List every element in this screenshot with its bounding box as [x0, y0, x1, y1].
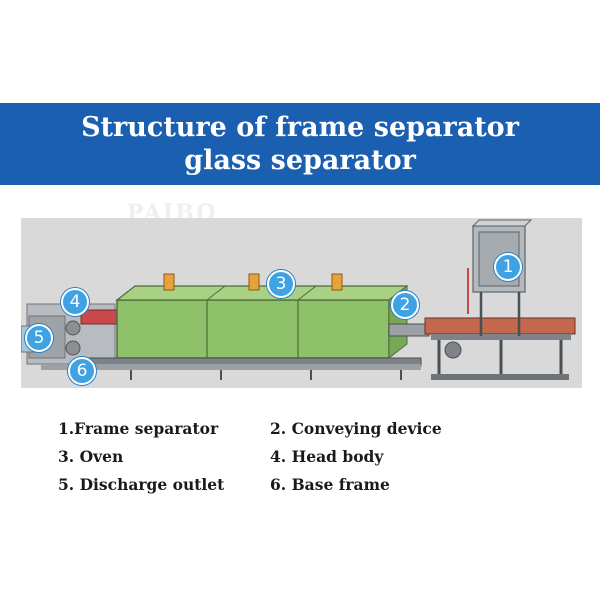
title-line-2: glass separator — [184, 145, 416, 176]
marker-6: 6 — [68, 357, 96, 385]
conveying-device — [388, 317, 576, 380]
title-banner: Structure of frame separator glass separ… — [0, 103, 600, 185]
legend: 1.Frame separator 2. Conveying device 3.… — [58, 414, 518, 498]
legend-item-conveying-device: 2. Conveying device — [270, 418, 442, 438]
legend-item-head-body: 4. Head body — [270, 446, 384, 466]
marker-1: 1 — [494, 253, 522, 281]
marker-5: 5 — [25, 324, 53, 352]
legend-row: 1.Frame separator 2. Conveying device — [58, 414, 518, 442]
legend-item-oven: 3. Oven — [58, 446, 124, 466]
legend-row: 5. Discharge outlet 6. Base frame — [58, 470, 518, 498]
marker-3: 3 — [267, 270, 295, 298]
marker-4: 4 — [61, 288, 89, 316]
legend-item-base-frame: 6. Base frame — [270, 474, 390, 494]
legend-item-frame-separator: 1.Frame separator — [58, 418, 219, 438]
title-line-1: Structure of frame separator — [81, 112, 519, 143]
oven — [115, 273, 409, 360]
marker-2: 2 — [391, 291, 419, 319]
machine-diagram — [21, 218, 582, 388]
legend-item-discharge-outlet: 5. Discharge outlet — [58, 474, 225, 494]
legend-row: 3. Oven 4. Head body — [58, 442, 518, 470]
